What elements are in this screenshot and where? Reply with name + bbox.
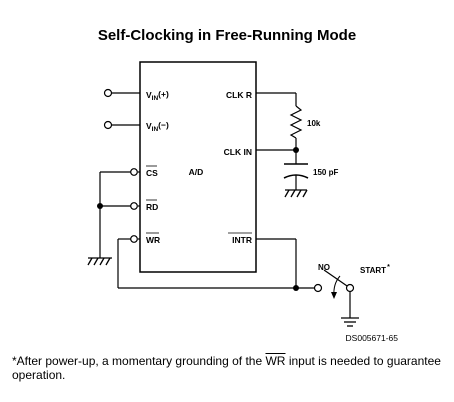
junction-dot bbox=[293, 147, 299, 153]
footnote: *After power-up, a momentary grounding o… bbox=[12, 354, 441, 382]
pin-intr-label: INTR bbox=[232, 235, 252, 245]
pin-vin-plus-label: VIN(+) bbox=[146, 89, 169, 102]
pin-wr-pad bbox=[130, 235, 138, 243]
resistor-value: 10k bbox=[307, 119, 321, 128]
pin-clk-in-label: CLK IN bbox=[224, 147, 252, 157]
ground-icon bbox=[284, 189, 308, 198]
junction-dot bbox=[293, 285, 299, 291]
wr-intr-loop-wiring bbox=[117, 238, 314, 289]
switch-pivot bbox=[345, 283, 355, 293]
vin-minus-terminal bbox=[103, 120, 140, 130]
arrow-head-icon bbox=[331, 292, 337, 299]
capacitor-value: 150 pF bbox=[313, 168, 338, 177]
footnote-signal: WR bbox=[265, 354, 286, 368]
resistor-icon bbox=[289, 105, 303, 139]
diagram-title: Self-Clocking in Free-Running Mode bbox=[98, 27, 356, 44]
vin-plus-terminal bbox=[103, 88, 140, 98]
pin-cs-pad bbox=[130, 168, 138, 176]
pin-cs-label: CS bbox=[146, 168, 158, 178]
pin-wr-label: WR bbox=[146, 235, 160, 245]
ground-icon bbox=[341, 317, 359, 327]
clk-r-wiring bbox=[256, 92, 303, 164]
start-switch bbox=[323, 269, 351, 318]
pin-clk-r-label: CLK R bbox=[226, 90, 252, 100]
pin-rd-label: RD bbox=[146, 202, 158, 212]
switch-contact bbox=[313, 283, 323, 293]
pin-vin-minus-label: VIN(−) bbox=[146, 120, 169, 133]
cs-rd-ground-wiring bbox=[99, 171, 140, 258]
adc-chip-body bbox=[139, 61, 257, 273]
document-code: DS005671-65 bbox=[346, 333, 399, 343]
junction-dot bbox=[97, 203, 103, 209]
chip-label: A/D bbox=[189, 167, 204, 177]
pin-rd-pad bbox=[130, 202, 138, 210]
switch-no-label: NO bbox=[318, 263, 330, 272]
intr-wiring bbox=[256, 238, 297, 288]
ground-icon bbox=[87, 257, 112, 266]
switch-start-label: START* bbox=[360, 264, 390, 275]
